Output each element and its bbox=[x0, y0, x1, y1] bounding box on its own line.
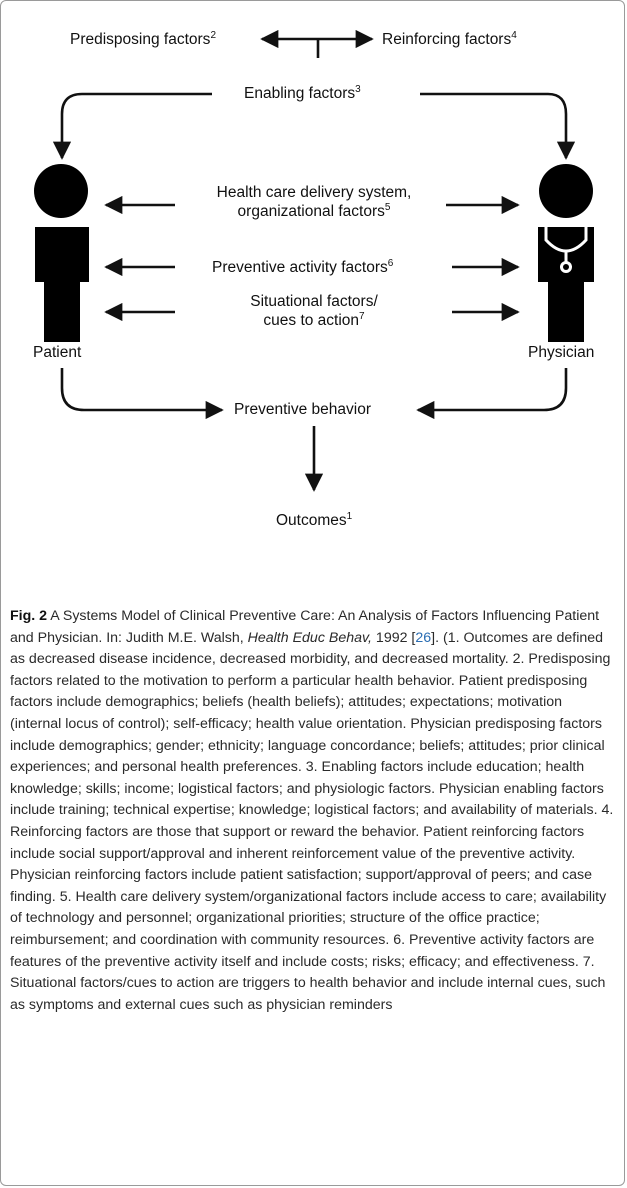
caption-text-part2: 1992 [ bbox=[371, 629, 416, 646]
physician-figure-icon bbox=[538, 164, 594, 342]
patient-label: Patient bbox=[33, 344, 82, 361]
caption-text-part1: A Systems Model of Clinical Preventive C… bbox=[10, 608, 600, 646]
reinforcing-factors-label: Reinforcing factors4 bbox=[382, 29, 517, 48]
caption-text-part3: ]. (1. Outcomes are defined as decreased… bbox=[10, 629, 614, 1013]
situational-factors-label: Situational factors/ cues to action7 bbox=[250, 293, 378, 329]
citation-link[interactable]: 26 bbox=[415, 629, 432, 646]
figure-caption: Fig. 2 A Systems Model of Clinical Preve… bbox=[10, 606, 617, 1016]
outcomes-label: Outcomes1 bbox=[276, 510, 353, 529]
preventive-activity-label: Preventive activity factors6 bbox=[212, 257, 394, 276]
figure-number: Fig. 2 bbox=[10, 608, 48, 624]
physician-label: Physician bbox=[528, 344, 595, 361]
patient-figure-icon bbox=[34, 164, 89, 342]
top-fork-arrows bbox=[260, 29, 374, 58]
preventive-behavior-label: Preventive behavior bbox=[234, 401, 371, 418]
systems-model-diagram: Predisposing factors2 Reinforcing factor… bbox=[33, 29, 595, 529]
enabling-to-physician-arrow bbox=[420, 92, 576, 160]
diagram-graphics bbox=[34, 29, 594, 492]
enabling-factors-label: Enabling factors3 bbox=[244, 83, 361, 102]
patient-to-behavior-arrow bbox=[60, 368, 224, 420]
enabling-to-patient-arrow bbox=[52, 92, 212, 160]
predisposing-factors-label: Predisposing factors2 bbox=[70, 29, 216, 48]
physician-to-behavior-arrow bbox=[416, 368, 568, 420]
caption-journal: Health Educ Behav, bbox=[247, 629, 372, 646]
delivery-system-label: Health care delivery system, organizatio… bbox=[216, 184, 412, 220]
